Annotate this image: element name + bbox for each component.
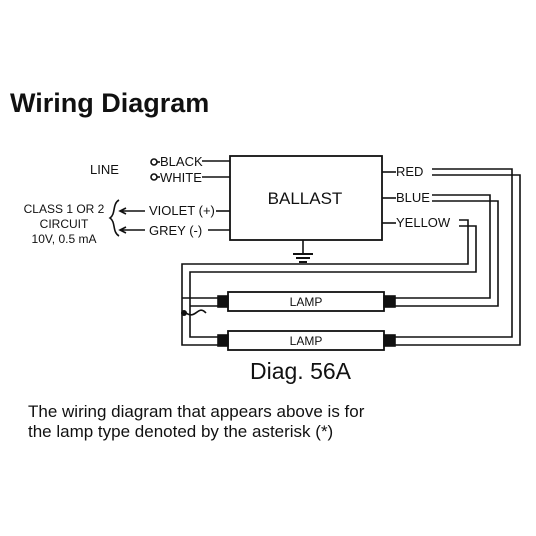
class-label-line1: CLASS 1 OR 2 xyxy=(24,202,105,216)
class-label-line3: 10V, 0.5 mA xyxy=(32,232,97,246)
blue-wire xyxy=(395,194,499,307)
grey-label: GREY (-) xyxy=(149,223,202,238)
lamp-2 xyxy=(217,330,396,351)
violet-label: VIOLET (+) xyxy=(149,203,215,218)
lamp-2-label: LAMP xyxy=(290,334,323,348)
class-label-line2: CIRCUIT xyxy=(40,217,89,231)
dimming-leads xyxy=(108,199,230,237)
lamp-left-connections xyxy=(182,297,218,316)
lamp-1 xyxy=(217,291,396,312)
red-label: RED xyxy=(396,164,423,179)
splice-dot xyxy=(181,310,187,316)
note-line-2: the lamp type denoted by the asterisk (*… xyxy=(28,422,334,441)
note-line-1: The wiring diagram that appears above is… xyxy=(28,402,365,421)
white-label: WHITE xyxy=(160,170,202,185)
yellow-label: YELLOW xyxy=(396,215,451,230)
ballast-label: BALLAST xyxy=(268,189,343,208)
output-leads xyxy=(382,171,396,224)
page-title: Wiring Diagram xyxy=(10,88,210,118)
lamp-1-label: LAMP xyxy=(290,295,323,309)
note-text: The wiring diagram that appears above is… xyxy=(28,402,364,442)
line-terminals xyxy=(150,158,230,181)
yellow-wire xyxy=(181,219,477,346)
diagram-caption: Diag. 56A xyxy=(250,358,352,384)
ground-icon xyxy=(293,240,313,263)
red-wire xyxy=(395,168,521,346)
black-label: BLACK xyxy=(160,154,203,169)
blue-label: BLUE xyxy=(396,190,430,205)
line-label: LINE xyxy=(90,162,119,177)
